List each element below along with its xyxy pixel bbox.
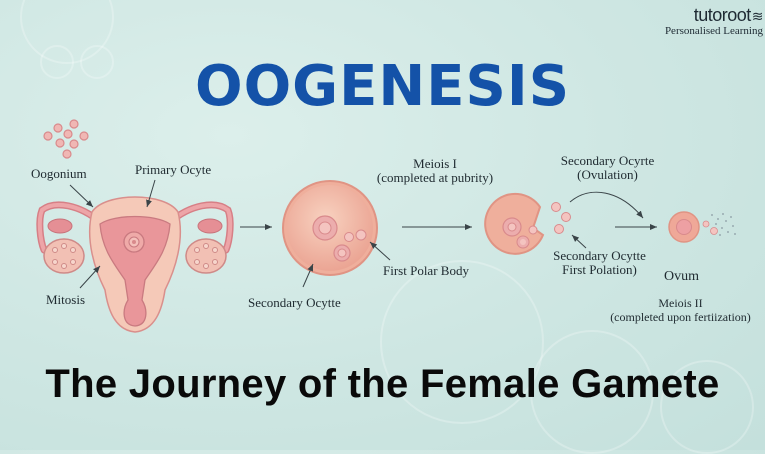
ovulation-subtitle: (Ovulation) <box>577 167 638 182</box>
secondary-oocyte-cell <box>282 180 378 276</box>
label-ovum: Ovum <box>664 269 699 284</box>
label-meiosis-2: Meiois II (completed upon fertiization) <box>598 296 763 324</box>
meiosis-1-subtitle: (completed at pubrity) <box>376 170 494 185</box>
label-oogonium: Oogonium <box>31 166 87 181</box>
page-title: OOGENESIS <box>194 54 571 119</box>
label-secondary-oocyte-polation: Secondary Ocytte First Polation) <box>537 249 662 277</box>
oogonium-cluster <box>43 119 89 159</box>
brand-name: tutoroot <box>693 5 752 25</box>
label-first-polar-body: First Polar Body <box>383 263 469 278</box>
polation-title: Secondary Ocytte <box>553 248 646 263</box>
ovulation-title: Secondary Ocyrte <box>560 153 655 168</box>
brand-logo: tutoroot≋ Personalised Learning <box>664 5 764 37</box>
meiosis-2-title: Meiois II <box>658 296 703 310</box>
ovum-cell <box>668 211 736 243</box>
label-primary-oocyte: Primary Ocyte <box>135 162 212 177</box>
label-meiosis-1: Meiois I (completed at pubrity) <box>375 157 495 185</box>
label-mitosis: Mitosis <box>46 292 86 307</box>
brand-tagline: Personalised Learning <box>664 25 763 37</box>
meiosis-2-subtitle: (completed upon fertiization) <box>610 310 751 324</box>
uterus-illustration <box>36 196 234 333</box>
brand-waves-icon: ≋ <box>751 8 764 24</box>
page-subtitle: The Journey of the Female Gamete <box>45 362 720 406</box>
dividing-oocyte-cell <box>484 192 571 255</box>
label-secondary-oocyte: Secondary Ocytte <box>248 295 341 310</box>
label-secondary-oocyte-ovulation: Secondary Ocyrte (Ovulation) <box>545 154 670 182</box>
polation-subtitle: First Polation) <box>562 262 637 277</box>
meiosis-1-title: Meiois I <box>413 156 457 171</box>
